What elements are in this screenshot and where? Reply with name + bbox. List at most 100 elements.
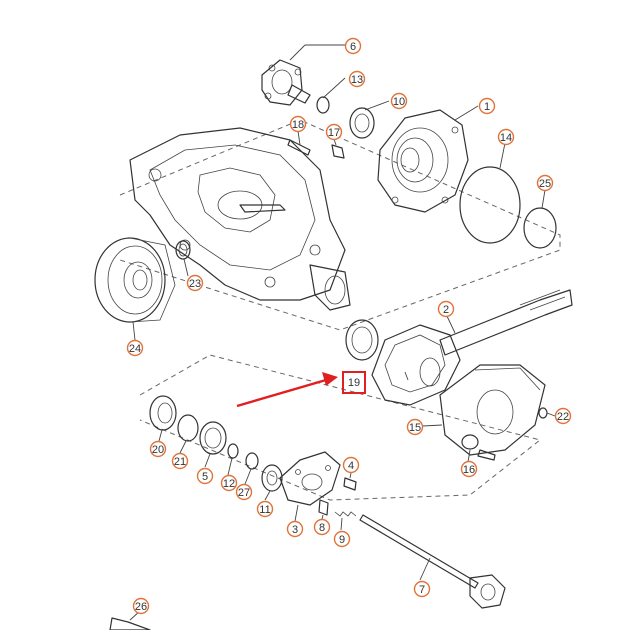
callout-label: 10 (393, 96, 405, 108)
part-23-ring (175, 240, 191, 260)
callout-16[interactable]: 16 (460, 460, 478, 478)
callout-ring (342, 456, 360, 474)
part-12-ring (227, 443, 239, 459)
callout-4[interactable]: 4 (342, 456, 360, 474)
callout-label: 13 (351, 74, 363, 86)
callout-27[interactable]: 27 (235, 483, 253, 501)
callout-label: 24 (129, 343, 141, 355)
callout-26[interactable]: 26 (132, 597, 150, 615)
group-boundary-upper (119, 119, 561, 331)
callout-10[interactable]: 10 (390, 92, 408, 110)
callout-label: 3 (292, 524, 298, 536)
callout-1[interactable]: 1 (478, 97, 496, 115)
callout-label: 22 (557, 411, 569, 423)
part-24-flange (94, 237, 176, 323)
callout-ring (149, 440, 167, 458)
callout-11[interactable]: 11 (256, 500, 274, 518)
callout-label: 26 (135, 601, 147, 613)
callout-ring (536, 174, 554, 192)
gearbox-housing (129, 127, 351, 311)
callout-15[interactable]: 15 (406, 418, 424, 436)
callout-ring (286, 520, 304, 538)
callout-ring (497, 128, 515, 146)
callout-6[interactable]: 6 (344, 37, 362, 55)
callout-14[interactable]: 14 (497, 128, 515, 146)
callout-ring (235, 483, 253, 501)
callout-label: 16 (463, 464, 475, 476)
callout-25[interactable]: 25 (536, 174, 554, 192)
highlight-box-19 (342, 371, 366, 394)
callout-ring (344, 37, 362, 55)
callout-3[interactable]: 3 (286, 520, 304, 538)
callout-9[interactable]: 9 (333, 530, 351, 548)
part-21-shim (177, 414, 199, 442)
callout-23[interactable]: 23 (186, 274, 204, 292)
highlight-arrow (236, 372, 338, 408)
callout-label: 18 (292, 119, 304, 131)
callout-label: 11 (259, 504, 270, 516)
part-20-bearing (149, 395, 177, 431)
callout-ring (132, 597, 150, 615)
callout-label: 20 (152, 444, 164, 456)
part-10-seal (349, 107, 375, 139)
part-26-bolt (109, 617, 151, 630)
callout-ring (325, 123, 343, 141)
callout-20[interactable]: 20 (149, 440, 167, 458)
callout-label: 4 (348, 460, 354, 472)
leader-lines (129, 44, 556, 621)
callout-19[interactable]: 19 (348, 377, 360, 389)
callout-ring (437, 300, 455, 318)
callout-ring (289, 115, 307, 133)
part-16-gear (461, 434, 496, 461)
callout-ring (390, 92, 408, 110)
part-18-bolt (287, 139, 311, 156)
part-25-o-ring (523, 207, 557, 249)
part-7-shaft (359, 514, 506, 609)
callout-ring (220, 474, 238, 492)
callout-ring (256, 500, 274, 518)
callout-ring (333, 530, 351, 548)
callout-label: 19 (348, 377, 360, 389)
callout-24[interactable]: 24 (126, 339, 144, 357)
part-14-o-ring (459, 166, 521, 244)
callout-ring (126, 339, 144, 357)
callout-7[interactable]: 7 (413, 580, 431, 598)
callout-label: 1 (484, 101, 490, 113)
callout-ring (413, 580, 431, 598)
callout-label: 9 (339, 534, 345, 546)
part-11-bearing (261, 464, 283, 492)
callout-label: 2 (443, 304, 449, 316)
callout-label: 7 (419, 584, 425, 596)
part-19-bearing (345, 319, 379, 361)
callout-21[interactable]: 21 (171, 452, 189, 470)
callout-ring (171, 452, 189, 470)
callout-label: 6 (350, 41, 356, 53)
part-27-ring (245, 452, 259, 470)
part-13-o-ring (316, 96, 330, 114)
callout-ring (460, 460, 478, 478)
part-5-seal (199, 421, 227, 455)
callout-2[interactable]: 2 (437, 300, 455, 318)
callout-label: 14 (500, 132, 512, 144)
callout-22[interactable]: 22 (554, 407, 572, 425)
callout-label: 8 (319, 522, 325, 534)
callout-5[interactable]: 5 (196, 467, 214, 485)
callout-ring (554, 407, 572, 425)
part-1-cover (377, 109, 469, 213)
part-3-plate (279, 451, 341, 506)
callout-17[interactable]: 17 (325, 123, 343, 141)
callout-label: 25 (539, 178, 551, 190)
callout-label: 5 (202, 471, 208, 483)
callout-13[interactable]: 13 (348, 70, 366, 88)
callout-ring (196, 467, 214, 485)
callout-ring (478, 97, 496, 115)
part-9-spring (334, 511, 357, 517)
callout-8[interactable]: 8 (313, 518, 331, 536)
callout-18[interactable]: 18 (289, 115, 307, 133)
group-boundary-lower (139, 354, 542, 501)
callout-ring (348, 70, 366, 88)
callout-12[interactable]: 12 (220, 474, 238, 492)
callout-ring (406, 418, 424, 436)
